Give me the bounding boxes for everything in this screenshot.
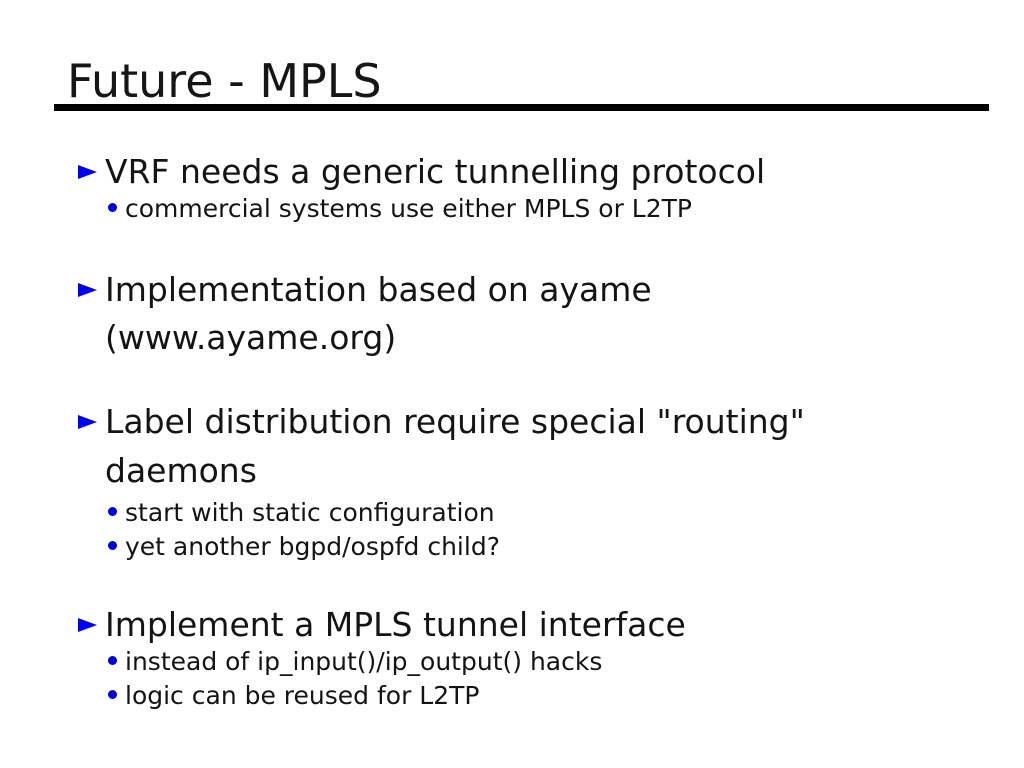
bullet-dot-icon [108,690,117,699]
bullet-dot-icon [108,541,117,550]
sub-bullet-line: instead of ip_input()/ip_output() hacks [125,647,603,676]
bullet-triangle-icon [78,165,97,179]
bullet-triangle-icon [78,415,97,429]
bullet-line: VRF needs a generic tunnelling protocol [105,152,766,191]
bullet-line: (www.ayame.org) [105,318,397,357]
sub-bullet-line: start with static configuration [125,498,495,527]
bullet-line: Implement a MPLS tunnel interface [105,605,686,644]
title-underline [54,104,989,111]
bullet-dot-icon [108,203,117,212]
bullet-line: Implementation based on ayame [105,270,652,309]
bullet-dot-icon [108,507,117,516]
bullet-line: daemons [105,451,257,490]
slide-title: Future - MPLS [67,54,382,108]
bullet-line: Label distribution require special "rout… [105,402,805,441]
bullet-triangle-icon [78,618,97,632]
bullet-triangle-icon [78,283,97,297]
bullet-dot-icon [108,656,117,665]
sub-bullet-line: yet another bgpd/ospfd child? [125,532,500,561]
sub-bullet-line: commercial systems use either MPLS or L2… [125,194,692,223]
sub-bullet-line: logic can be reused for L2TP [125,681,480,710]
